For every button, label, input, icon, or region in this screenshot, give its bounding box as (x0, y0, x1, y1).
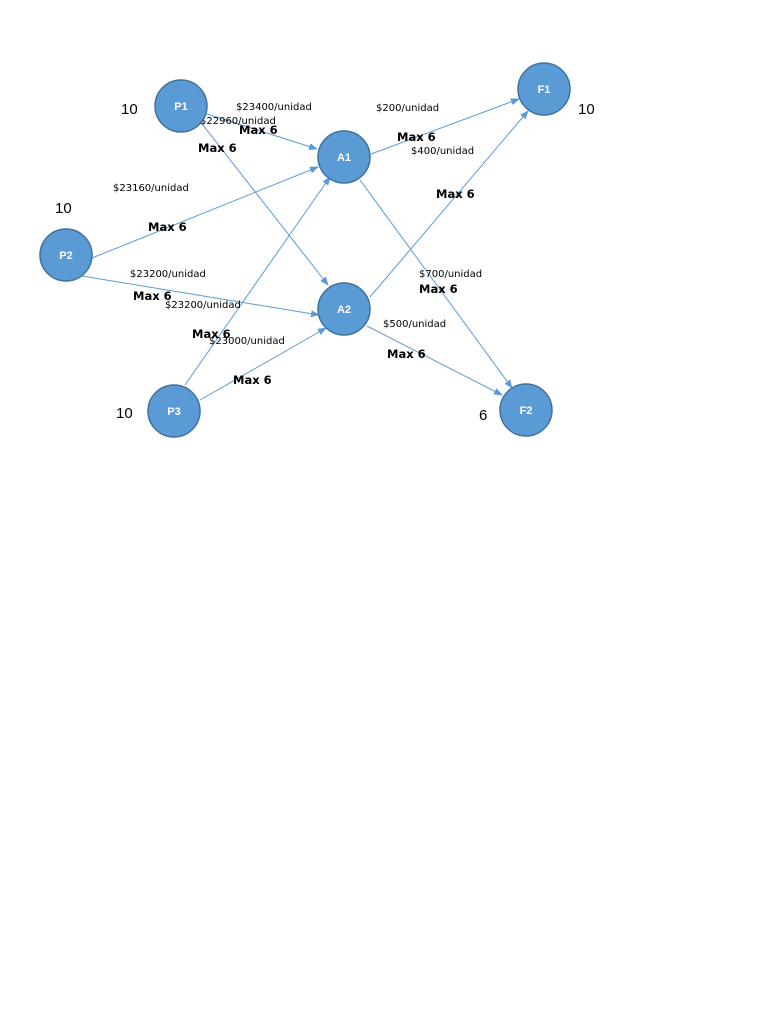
capacity-label-p1-a1: Max 6 (239, 123, 278, 137)
cost-label-p2-a1: $23160/unidad (113, 183, 189, 194)
cost-label-p1-a1: $23400/unidad (236, 102, 312, 113)
quantity-p1: 10 (121, 101, 138, 118)
edge-p2-a2 (81, 275, 320, 318)
cost-label-a1-f2: $700/unidad (419, 269, 482, 280)
edge-p1-a2 (198, 119, 329, 286)
cost-label-a2-f1: $400/unidad (411, 146, 474, 157)
node-label-f1: F1 (538, 84, 551, 96)
node-p1: P1 (154, 79, 208, 133)
edge-p3-a2 (199, 327, 327, 401)
capacity-label-p3-a1: Max 6 (192, 327, 231, 341)
node-label-f2: F2 (520, 405, 533, 417)
node-label-p3: P3 (167, 406, 180, 418)
capacity-label-p1-a2: Max 6 (198, 141, 237, 155)
capacity-label-a2-f2: Max 6 (387, 347, 426, 361)
cost-label-a2-f2: $500/unidad (383, 319, 446, 330)
capacity-label-p3-a2: Max 6 (233, 373, 272, 387)
cost-label-a1-f1: $200/unidad (376, 103, 439, 114)
quantity-p2: 10 (55, 200, 72, 217)
node-p3: P3 (147, 384, 201, 438)
nodes: P1 P2 P3 A1 A2 F1 F2 (39, 62, 571, 438)
edge-a1-f1 (370, 98, 520, 155)
edge-a1-f2 (359, 179, 513, 389)
capacity-label-p2-a1: Max 6 (148, 220, 187, 234)
node-a2: A2 (317, 282, 371, 336)
quantity-f2: 6 (479, 407, 487, 424)
capacity-label-p2-a2: Max 6 (133, 289, 172, 303)
cost-label-p3-a1: $23200/unidad (165, 300, 241, 311)
node-label-p1: P1 (174, 101, 187, 113)
edge-a2-f2 (366, 325, 503, 396)
node-p2: P2 (39, 228, 93, 282)
edges (81, 98, 529, 401)
node-f1: F1 (517, 62, 571, 116)
edge-labels: $23400/unidad Max 6 $22960/unidad Max 6 … (113, 102, 482, 387)
cost-label-p2-a2: $23200/unidad (130, 269, 206, 280)
node-label-a1: A1 (337, 152, 351, 164)
quantity-p3: 10 (116, 405, 133, 422)
node-f2: F2 (499, 383, 553, 437)
quantity-f1: 10 (578, 101, 595, 118)
capacity-label-a1-f1: Max 6 (397, 130, 436, 144)
edge-p2-a1 (91, 166, 319, 259)
node-a1: A1 (317, 130, 371, 184)
quantities: 10 10 10 10 6 (55, 101, 595, 424)
edge-p1-a1 (206, 113, 318, 150)
cost-label-p3-a2: $23000/unidad (209, 336, 285, 347)
capacity-label-a2-f1: Max 6 (436, 187, 475, 201)
node-label-a2: A2 (337, 304, 351, 316)
node-label-p2: P2 (59, 250, 72, 262)
cost-label-p1-a2: $22960/unidad (200, 116, 276, 127)
capacity-label-a1-f2: Max 6 (419, 282, 458, 296)
edge-a2-f1 (369, 110, 529, 298)
edge-p3-a1 (184, 176, 331, 386)
